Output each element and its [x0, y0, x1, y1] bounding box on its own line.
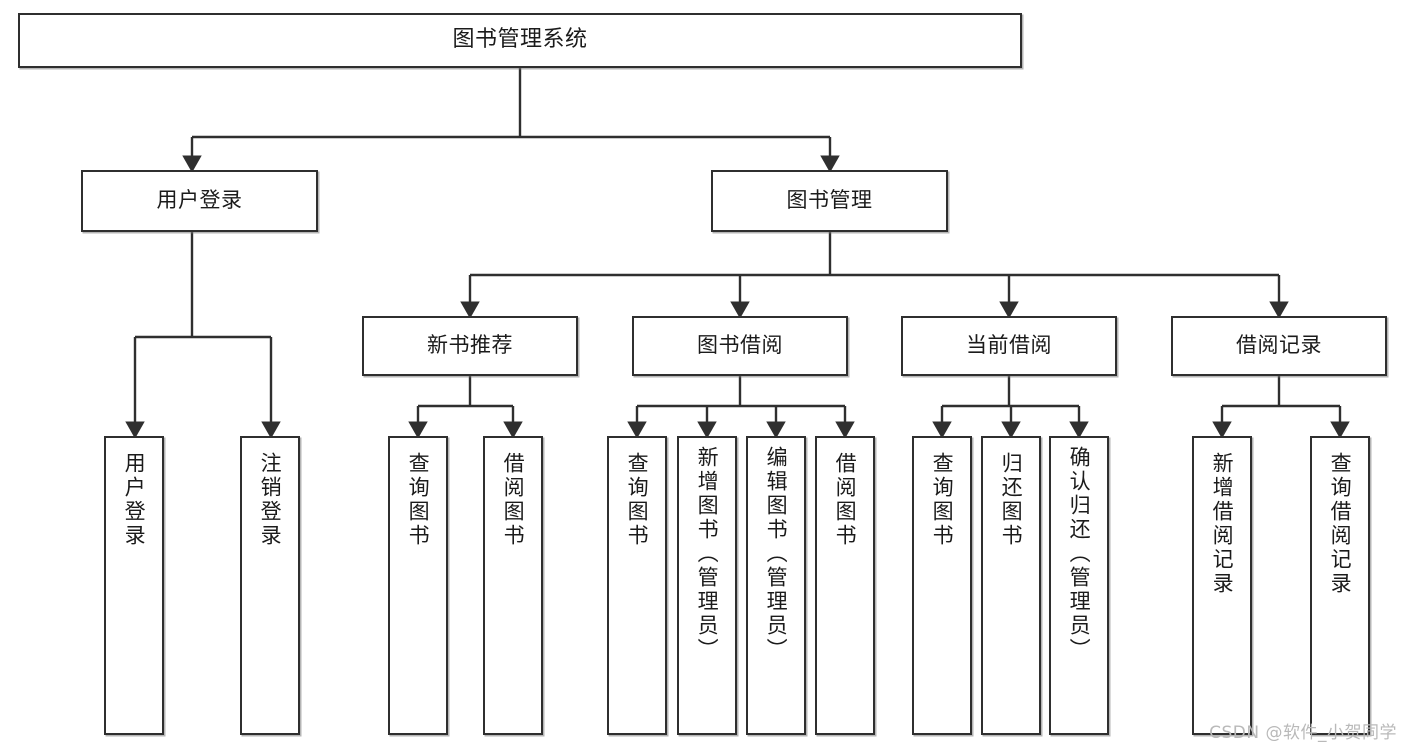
node-leaf-add-record-label: 新增借阅记录	[1210, 452, 1235, 596]
node-borrow-record-label: 借阅记录	[1236, 333, 1322, 358]
node-book-borrow[interactable]: 图书借阅	[632, 316, 848, 376]
node-leaf-borrow-book-rec-label: 借阅图书	[501, 452, 526, 548]
node-leaf-user-login[interactable]: 用户登录	[104, 436, 164, 735]
node-leaf-borrow-book-label: 借阅图书	[833, 452, 858, 548]
node-leaf-confirm-return[interactable]: 确认归还（管理员）	[1049, 436, 1109, 735]
node-leaf-logout[interactable]: 注销登录	[240, 436, 300, 735]
node-book-manage-label: 图书管理	[786, 188, 873, 213]
node-leaf-borrow-book-rec[interactable]: 借阅图书	[483, 436, 543, 735]
node-current-borrow[interactable]: 当前借阅	[901, 316, 1117, 376]
node-user-login[interactable]: 用户登录	[81, 170, 318, 232]
node-leaf-add-book-label: 新增图书（管理员）	[695, 446, 720, 662]
node-leaf-edit-book[interactable]: 编辑图书（管理员）	[746, 436, 806, 735]
watermark: CSDN @软件_小贺同学	[1209, 723, 1397, 743]
node-leaf-query-book-cur[interactable]: 查询图书	[912, 436, 972, 735]
node-leaf-query-book-rec[interactable]: 查询图书	[388, 436, 448, 735]
node-leaf-query-record[interactable]: 查询借阅记录	[1310, 436, 1370, 735]
node-leaf-query-book-cur-label: 查询图书	[930, 452, 955, 548]
node-new-book-rec-label: 新书推荐	[427, 333, 513, 358]
node-root-label: 图书管理系统	[452, 27, 588, 53]
node-leaf-return-book-label: 归还图书	[999, 452, 1024, 548]
node-leaf-logout-label: 注销登录	[258, 452, 283, 548]
node-borrow-record[interactable]: 借阅记录	[1171, 316, 1387, 376]
node-leaf-edit-book-label: 编辑图书（管理员）	[764, 446, 789, 662]
node-leaf-add-record[interactable]: 新增借阅记录	[1192, 436, 1252, 735]
node-book-borrow-label: 图书借阅	[697, 333, 783, 358]
node-current-borrow-label: 当前借阅	[966, 333, 1052, 358]
node-leaf-confirm-return-label: 确认归还（管理员）	[1067, 446, 1092, 662]
node-user-login-label: 用户登录	[156, 188, 243, 213]
node-leaf-query-record-label: 查询借阅记录	[1328, 452, 1353, 596]
node-book-manage[interactable]: 图书管理	[711, 170, 948, 232]
node-leaf-query-book-rec-label: 查询图书	[406, 452, 431, 548]
node-leaf-borrow-book[interactable]: 借阅图书	[815, 436, 875, 735]
node-root[interactable]: 图书管理系统	[18, 13, 1022, 68]
node-leaf-query-book-label: 查询图书	[625, 452, 650, 548]
node-leaf-return-book[interactable]: 归还图书	[981, 436, 1041, 735]
node-new-book-rec[interactable]: 新书推荐	[362, 316, 578, 376]
node-leaf-query-book[interactable]: 查询图书	[607, 436, 667, 735]
node-leaf-add-book[interactable]: 新增图书（管理员）	[677, 436, 737, 735]
node-leaf-user-login-label: 用户登录	[122, 452, 147, 548]
